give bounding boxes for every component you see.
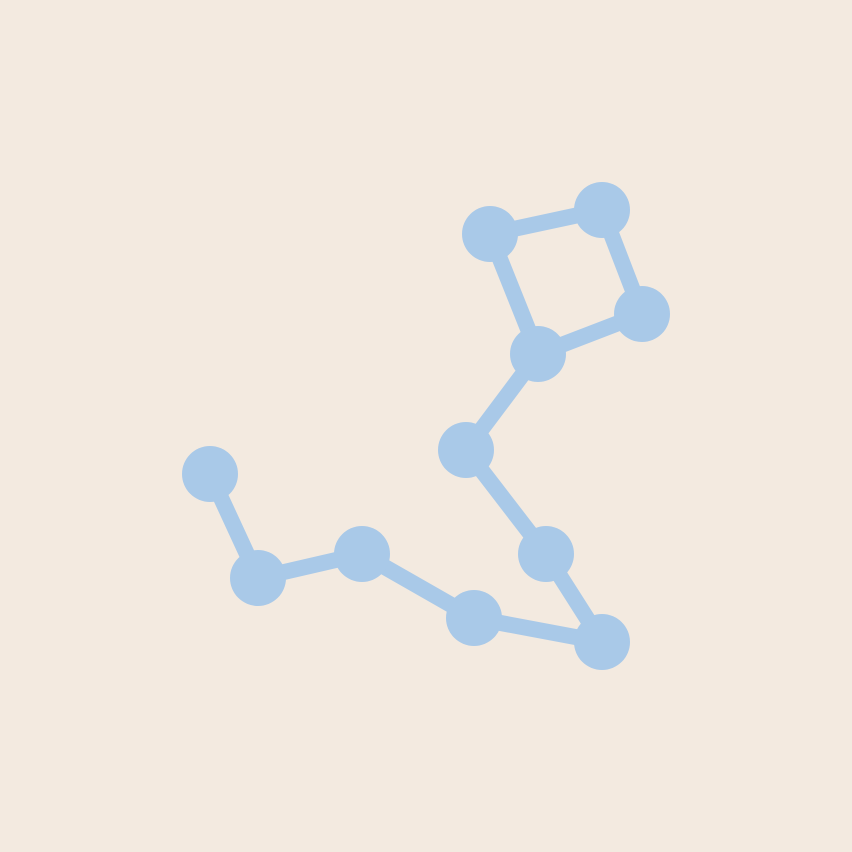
node-n1 <box>182 446 238 502</box>
node-n2 <box>230 550 286 606</box>
node-n3 <box>334 526 390 582</box>
node-n4 <box>446 590 502 646</box>
node-n11 <box>614 286 670 342</box>
node-n8 <box>510 326 566 382</box>
node-n10 <box>574 182 630 238</box>
nodes-group <box>182 182 670 670</box>
node-n9 <box>462 206 518 262</box>
node-n6 <box>518 526 574 582</box>
node-n7 <box>438 422 494 478</box>
node-n5 <box>574 614 630 670</box>
